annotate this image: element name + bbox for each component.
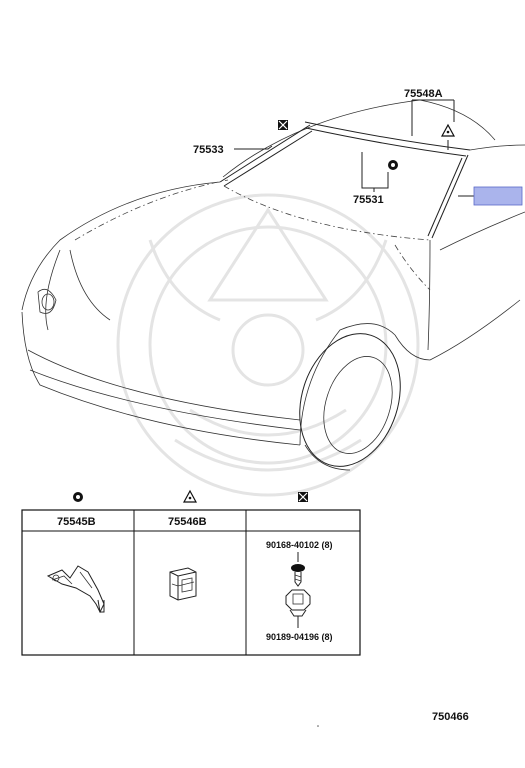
speck (317, 725, 319, 727)
callout-lines (234, 99, 474, 197)
diagram-symbols (278, 120, 456, 170)
table-part-75545b[interactable]: 75545B (57, 516, 96, 528)
part-screw-clip-drawing (285, 552, 311, 628)
callout-75548a[interactable]: 75548A (404, 88, 443, 100)
triangle-icon (440, 123, 456, 137)
diagram-number: 750466 (432, 711, 469, 723)
parts-table (21, 509, 361, 656)
callout-75533[interactable]: 75533 (193, 144, 224, 156)
table-part-75546b[interactable]: 75546B (168, 516, 207, 528)
watermark-samurai-logo (116, 193, 420, 497)
square-cross-icon (278, 120, 288, 130)
table-part-clip[interactable]: 90189-04196 (8) (266, 632, 333, 642)
table-symbols (73, 489, 308, 503)
circle-dot-icon (73, 492, 83, 502)
callout-75531[interactable]: 75531 (353, 194, 384, 206)
square-cross-icon (298, 492, 308, 502)
part-75545b-drawing (46, 565, 105, 614)
table-part-screw[interactable]: 90168-40102 (8) (266, 540, 333, 550)
part-hotspot[interactable] (473, 186, 523, 206)
triangle-icon (182, 489, 198, 503)
circle-dot-icon (388, 160, 398, 170)
part-75546b-drawing (169, 567, 197, 601)
car-illustration (21, 99, 525, 471)
